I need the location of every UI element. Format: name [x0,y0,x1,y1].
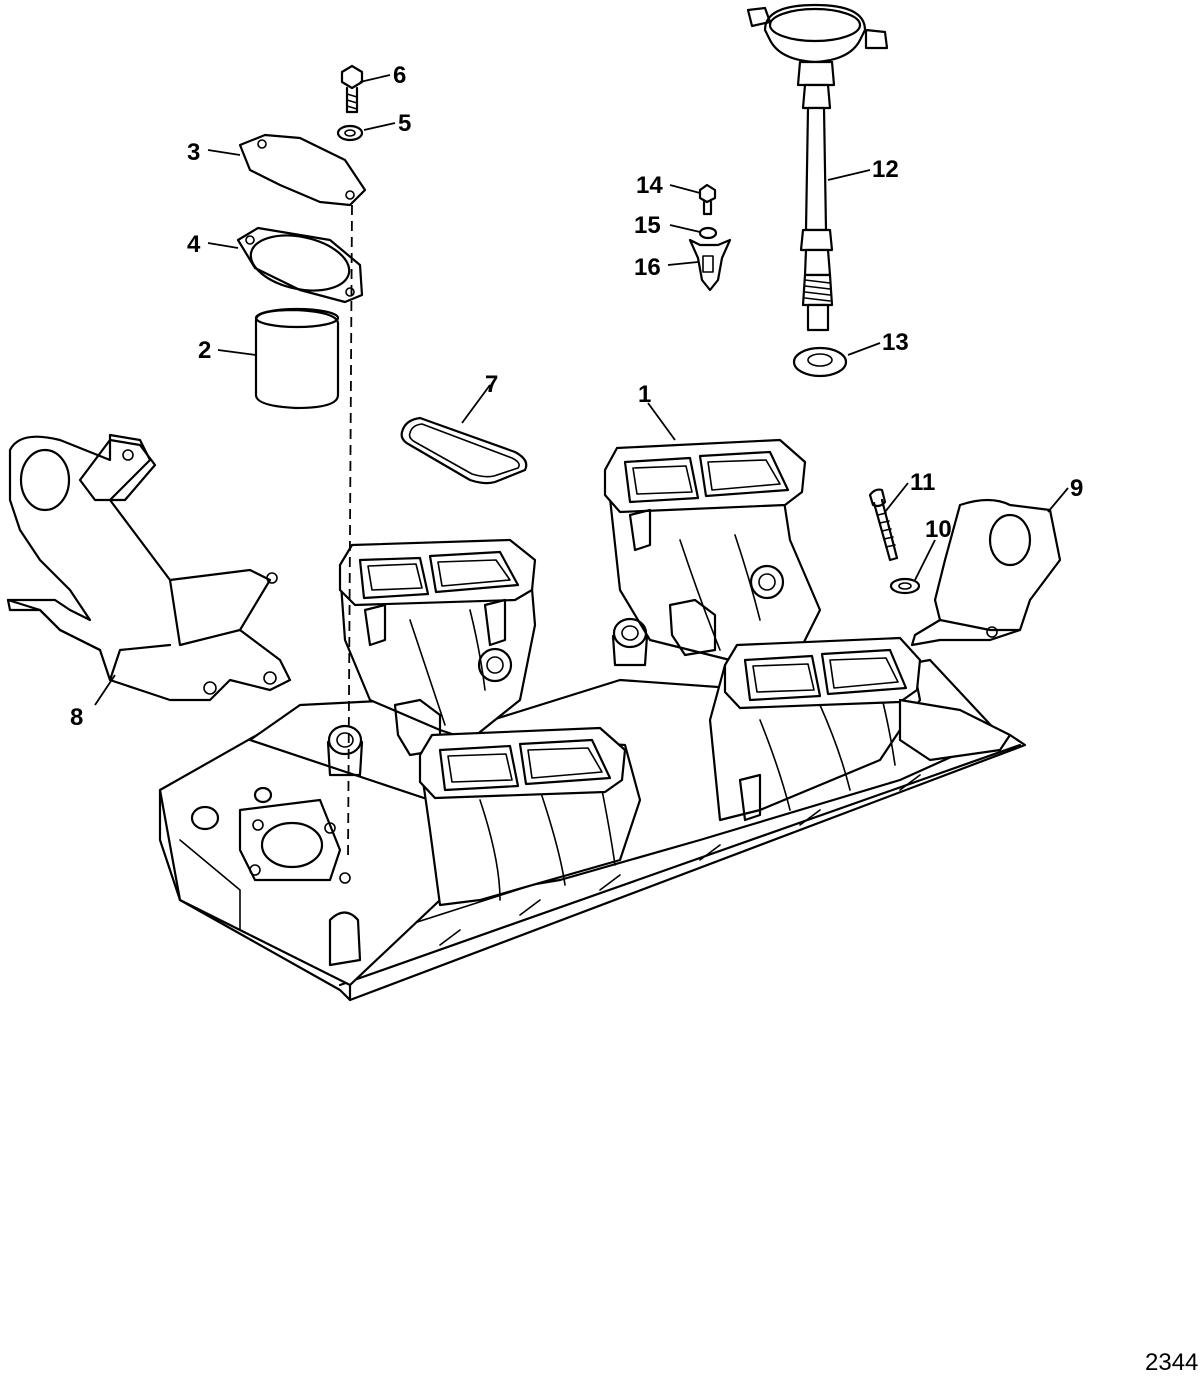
callout-15: 15 [634,212,661,239]
washer-15 [698,226,718,240]
bolt-6 [340,64,364,114]
gasket-4 [236,226,364,304]
clamp-16 [688,238,732,292]
callout-16: 16 [634,254,661,281]
bolt-14 [698,183,717,216]
callout-7: 7 [485,371,498,398]
callout-10: 10 [925,516,952,543]
runner-flange-front-right [723,636,922,710]
callout-3: 3 [187,139,200,166]
washer-10 [889,577,921,595]
bracket-8 [6,433,292,702]
intake-manifold [158,438,1027,1002]
gasket-7 [400,416,528,485]
callout-6: 6 [393,62,406,89]
callout-14: 14 [636,172,663,199]
seal-ring-13 [792,346,848,378]
leader-lines [94,74,1069,706]
cover-plate-3 [238,133,367,207]
callout-8: 8 [70,704,83,731]
callout-4: 4 [187,231,201,258]
callout-9: 9 [1070,475,1083,502]
sleeve-2 [254,307,340,410]
callout-2: 2 [198,337,211,364]
callout-11: 11 [910,469,935,496]
alignment-dashed-line [347,204,353,861]
runner-flange-back-right [603,438,807,514]
runner-flange-back-left [338,538,537,607]
callout-1: 1 [638,381,651,408]
bolt-11 [868,488,899,562]
figure-number: 2344 [1145,1349,1198,1376]
runner-flange-front-left [418,726,627,800]
callout-13: 13 [882,329,909,356]
callout-5: 5 [398,110,411,137]
washer-5 [336,124,364,142]
distributor-12 [746,3,889,332]
callout-12: 12 [872,156,899,183]
